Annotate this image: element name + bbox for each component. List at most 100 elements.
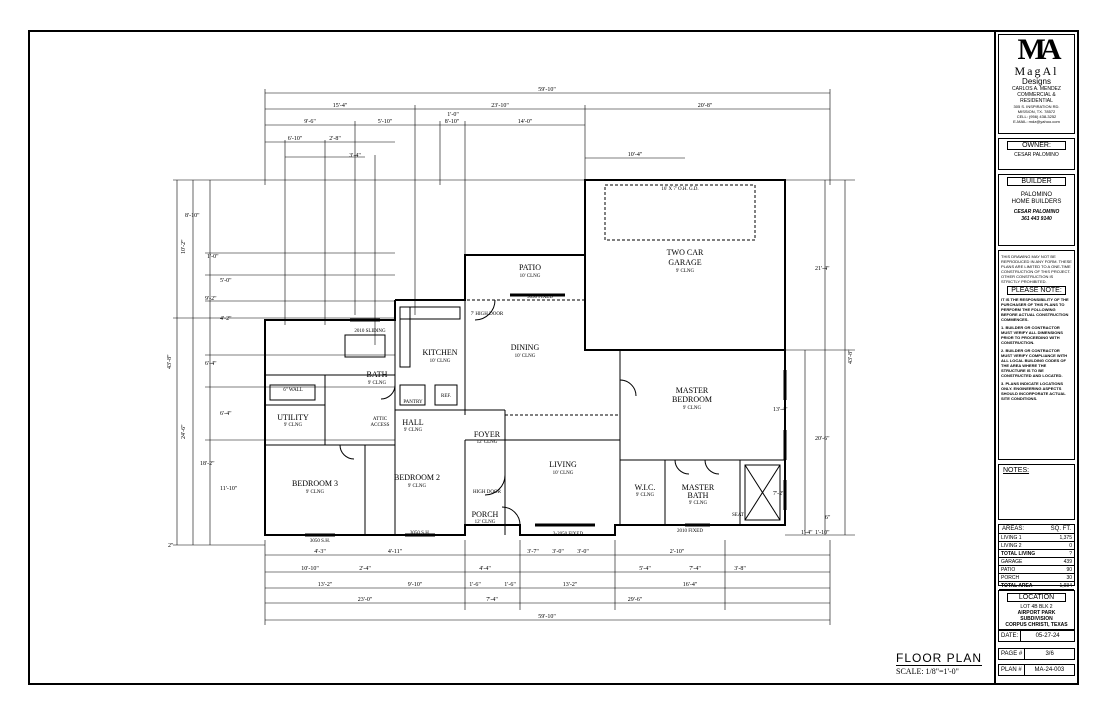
plan-row: PLAN # MA-24-003 [998, 664, 1075, 676]
address-line-1: 305 S. INSPIRATION RD. [1013, 104, 1060, 109]
master-bath-clng: 9' CLNG [689, 501, 708, 506]
dim-misc-b: 1'-4" [801, 530, 813, 536]
foyer-label: FOYER [474, 430, 501, 439]
dim-top-overall: 59'-10" [538, 87, 556, 93]
area-name: GARAGE [999, 557, 1052, 566]
bedroom3-clng: 9' CLNG [306, 490, 325, 495]
living-window: 3-2050 FIXED [553, 532, 584, 537]
dim-bottom-1f: 2'-10" [670, 549, 685, 555]
plan-value: MA-24-003 [1034, 667, 1065, 673]
garage-door-label: 16' X 7' O.H. G.D. [661, 187, 698, 192]
notes-empty-block: NOTES: [998, 464, 1075, 520]
dim-top-2a: 15'-4" [333, 103, 348, 109]
dim-bottom-3a: 13'-2" [318, 582, 333, 588]
bath-clng: 9' CLNG [368, 381, 387, 386]
address-line-2: MISSION, TX. 78572 [1017, 109, 1056, 114]
dim-right-3b: 7'-2" [773, 491, 785, 497]
areas-label: AREAS: [1002, 526, 1025, 532]
dim-bottom-4c: 29'-6" [628, 597, 643, 603]
dim-left-3i: 11'-10" [220, 486, 238, 492]
builder-contact: CESAR PALOMINO [1013, 209, 1060, 215]
utility-clng: 9' CLNG [284, 423, 303, 428]
builder-block: BUILDER PALOMINO HOME BUILDERS CESAR PAL… [998, 174, 1075, 246]
notes-heading: NOTES: [1003, 467, 1030, 474]
logo-mark: MA [1017, 33, 1062, 66]
garage-clng: 9' CLNG [676, 269, 695, 274]
dim-right-3a: 13'-4" [773, 407, 788, 413]
designer-line-1: CARLOS A. MENDEZ [1012, 86, 1061, 92]
dim-bottom-3b: 9'-10" [408, 582, 423, 588]
dim-right-2b: 20'-6" [815, 436, 830, 442]
dim-left-3f: 6'-4" [205, 361, 217, 367]
area-value: 1,375 [1051, 534, 1074, 542]
owner-name: CESAR PALOMINO [1014, 152, 1059, 158]
disclaimer-text: THIS DRAWING MAY NOT BE REPRODUCED IN AN… [1001, 254, 1072, 284]
wic-clng: 9' CLNG [636, 493, 655, 498]
date-value: 05-27-24 [1035, 633, 1060, 639]
bedroom2-label: BEDROOM 2 [394, 473, 440, 482]
bedroom2-window: 3050 S.H. [410, 531, 430, 536]
area-name: PORCH [999, 573, 1052, 582]
location-line-1: LOT 4B BLK 2 [1020, 604, 1053, 610]
note-1: IT IS THE RESPONSIBILITY OF THE PURCHASE… [1001, 297, 1069, 322]
dim-left-2a: 10'-2" [181, 239, 187, 254]
area-row: TOTAL LIVING? [999, 549, 1074, 558]
dim-top-2c: 20'-8" [698, 103, 713, 109]
pantry-label: PANTRY [403, 400, 423, 405]
brand-name: MagAl [1014, 64, 1059, 78]
area-value: 30 [1051, 573, 1074, 582]
owner-block: OWNER: CESAR PALOMINO [998, 138, 1075, 170]
drawing-border [28, 30, 1079, 685]
location-block: LOCATION LOT 4B BLK 2 AIRPORT PARK SUBDI… [998, 590, 1075, 630]
sheet-title: FLOOR PLAN SCALE: 1/8"=1'-0" [896, 651, 983, 676]
dining-door: 7' HIGH DOOR [471, 312, 504, 317]
dim-bottom-overall: 59'-10" [538, 614, 556, 620]
master-bath-window: 2010 FIXED [677, 529, 703, 534]
area-value: 1,934 [1051, 581, 1074, 590]
porch-label: PORCH [472, 510, 499, 519]
dim-right-2a: 21'-4" [815, 266, 830, 272]
dim-left-overall: 43'-8" [167, 354, 173, 369]
dim-bottom-1e: 3'-0" [577, 549, 589, 555]
bath-window: 2010 SLIDING [354, 329, 386, 334]
dim-top-3a: 9'-6" [304, 119, 316, 125]
dim-left-3b: 1'-0" [207, 254, 219, 260]
note-2: 1. BUILDER OR CONTRACTOR MUST VERIFY ALL… [1001, 325, 1063, 345]
sheet-title-text: FLOOR PLAN [896, 651, 983, 666]
builder-name-1: PALOMINO [1020, 192, 1053, 198]
designer-line-2: COMMERCIAL & [1017, 92, 1056, 98]
dim-bottom-2d: 5'-4" [639, 566, 651, 572]
master-bedroom-clng: 9' CLNG [683, 406, 702, 411]
dim-top-misc-d: 3'-4" [349, 153, 361, 159]
address-line-4: E-MAIL: mdz@yahoo.com [1013, 119, 1060, 124]
page-row: PAGE # 3/6 [998, 648, 1075, 660]
garage-label-2: GARAGE [668, 258, 701, 267]
bedroom3-label: BEDROOM 3 [292, 479, 338, 488]
designer-line-3: RESIDENTIAL [1020, 98, 1053, 104]
dim-left-3h: 18'-2" [200, 461, 215, 467]
location-line-4: CORPUS CHRISTI, TEXAS [1005, 622, 1068, 628]
dim-bottom-2c: 4'-4" [479, 566, 491, 572]
note-4: 3. PLANS INDICATE LOCATIONS ONLY. ENGINE… [1001, 381, 1066, 401]
dim-bottom-3e: 13'-2" [563, 582, 578, 588]
date-label: DATE: [999, 631, 1022, 641]
dim-bottom-2a: 10'-10" [301, 566, 319, 572]
please-note-heading: PLEASE NOTE: [1007, 286, 1066, 295]
master-bedroom-label-2: BEDROOM [672, 395, 712, 404]
bedroom2-clng: 9' CLNG [408, 484, 427, 489]
builder-heading: BUILDER [1007, 177, 1066, 186]
kitchen-clng: 10' CLNG [430, 359, 451, 364]
date-row: DATE: 05-27-24 [998, 630, 1075, 642]
dim-bottom-4b: 7'-4" [486, 597, 498, 603]
dim-left-3g: 6'-4" [220, 411, 232, 417]
note-3: 2. BUILDER OR CONTRACTOR MUST VERIFY COM… [1001, 348, 1068, 378]
builder-phone: 361 443 9140 [1021, 216, 1052, 222]
builder-name-2: HOME BUILDERS [1011, 199, 1062, 205]
dim-top-misc-a: 6'-10" [288, 136, 303, 142]
